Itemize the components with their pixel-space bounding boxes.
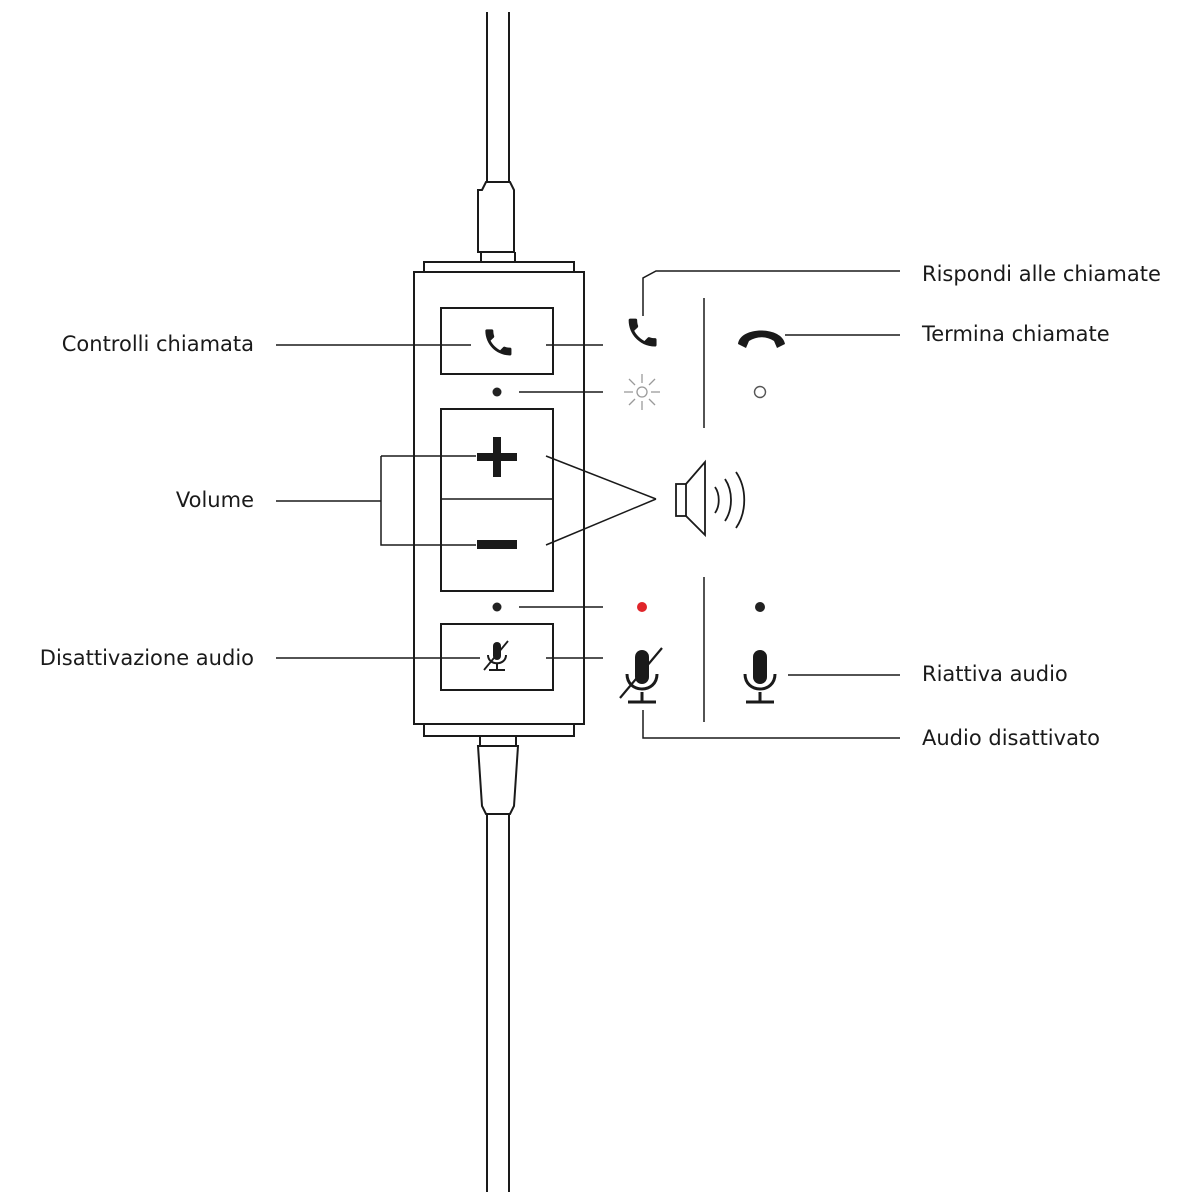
mic-icon bbox=[743, 650, 777, 704]
muted-label: Audio disattivato bbox=[922, 726, 1101, 750]
led-blink-icon bbox=[624, 374, 660, 410]
mute-label: Disattivazione audio bbox=[39, 646, 254, 670]
phone-icon bbox=[628, 318, 657, 347]
call-button[interactable] bbox=[440, 307, 554, 375]
lower-cable bbox=[476, 736, 520, 1192]
plus-icon bbox=[477, 437, 517, 477]
volume-down-button[interactable] bbox=[442, 500, 552, 590]
phone-hangup-icon bbox=[738, 330, 785, 348]
leader-lines bbox=[276, 270, 900, 739]
answer-calls-label: Rispondi alle chiamate bbox=[922, 262, 1161, 286]
end-calls-label: Termina chiamate bbox=[922, 322, 1110, 346]
call-controls-label: Controlli chiamata bbox=[61, 332, 254, 356]
volume-up-button[interactable] bbox=[442, 410, 552, 498]
speaker-icon bbox=[675, 459, 746, 538]
upper-cable bbox=[477, 12, 516, 262]
mute-led bbox=[492, 602, 502, 612]
mic-muted-icon bbox=[483, 640, 509, 671]
minus-icon bbox=[477, 540, 517, 549]
volume-label: Volume bbox=[175, 488, 254, 512]
led-off-indicator bbox=[753, 385, 767, 399]
controller-body bbox=[413, 261, 585, 737]
call-led bbox=[492, 387, 502, 397]
unmuted-led-indicator bbox=[755, 602, 765, 612]
mic-muted-icon bbox=[619, 647, 663, 704]
red-led-indicator bbox=[637, 602, 647, 612]
unmute-label: Riattiva audio bbox=[922, 662, 1068, 686]
answer-call-state bbox=[628, 318, 657, 347]
volume-rocker bbox=[440, 408, 554, 592]
mute-button[interactable] bbox=[440, 623, 554, 691]
phone-icon bbox=[485, 329, 512, 356]
